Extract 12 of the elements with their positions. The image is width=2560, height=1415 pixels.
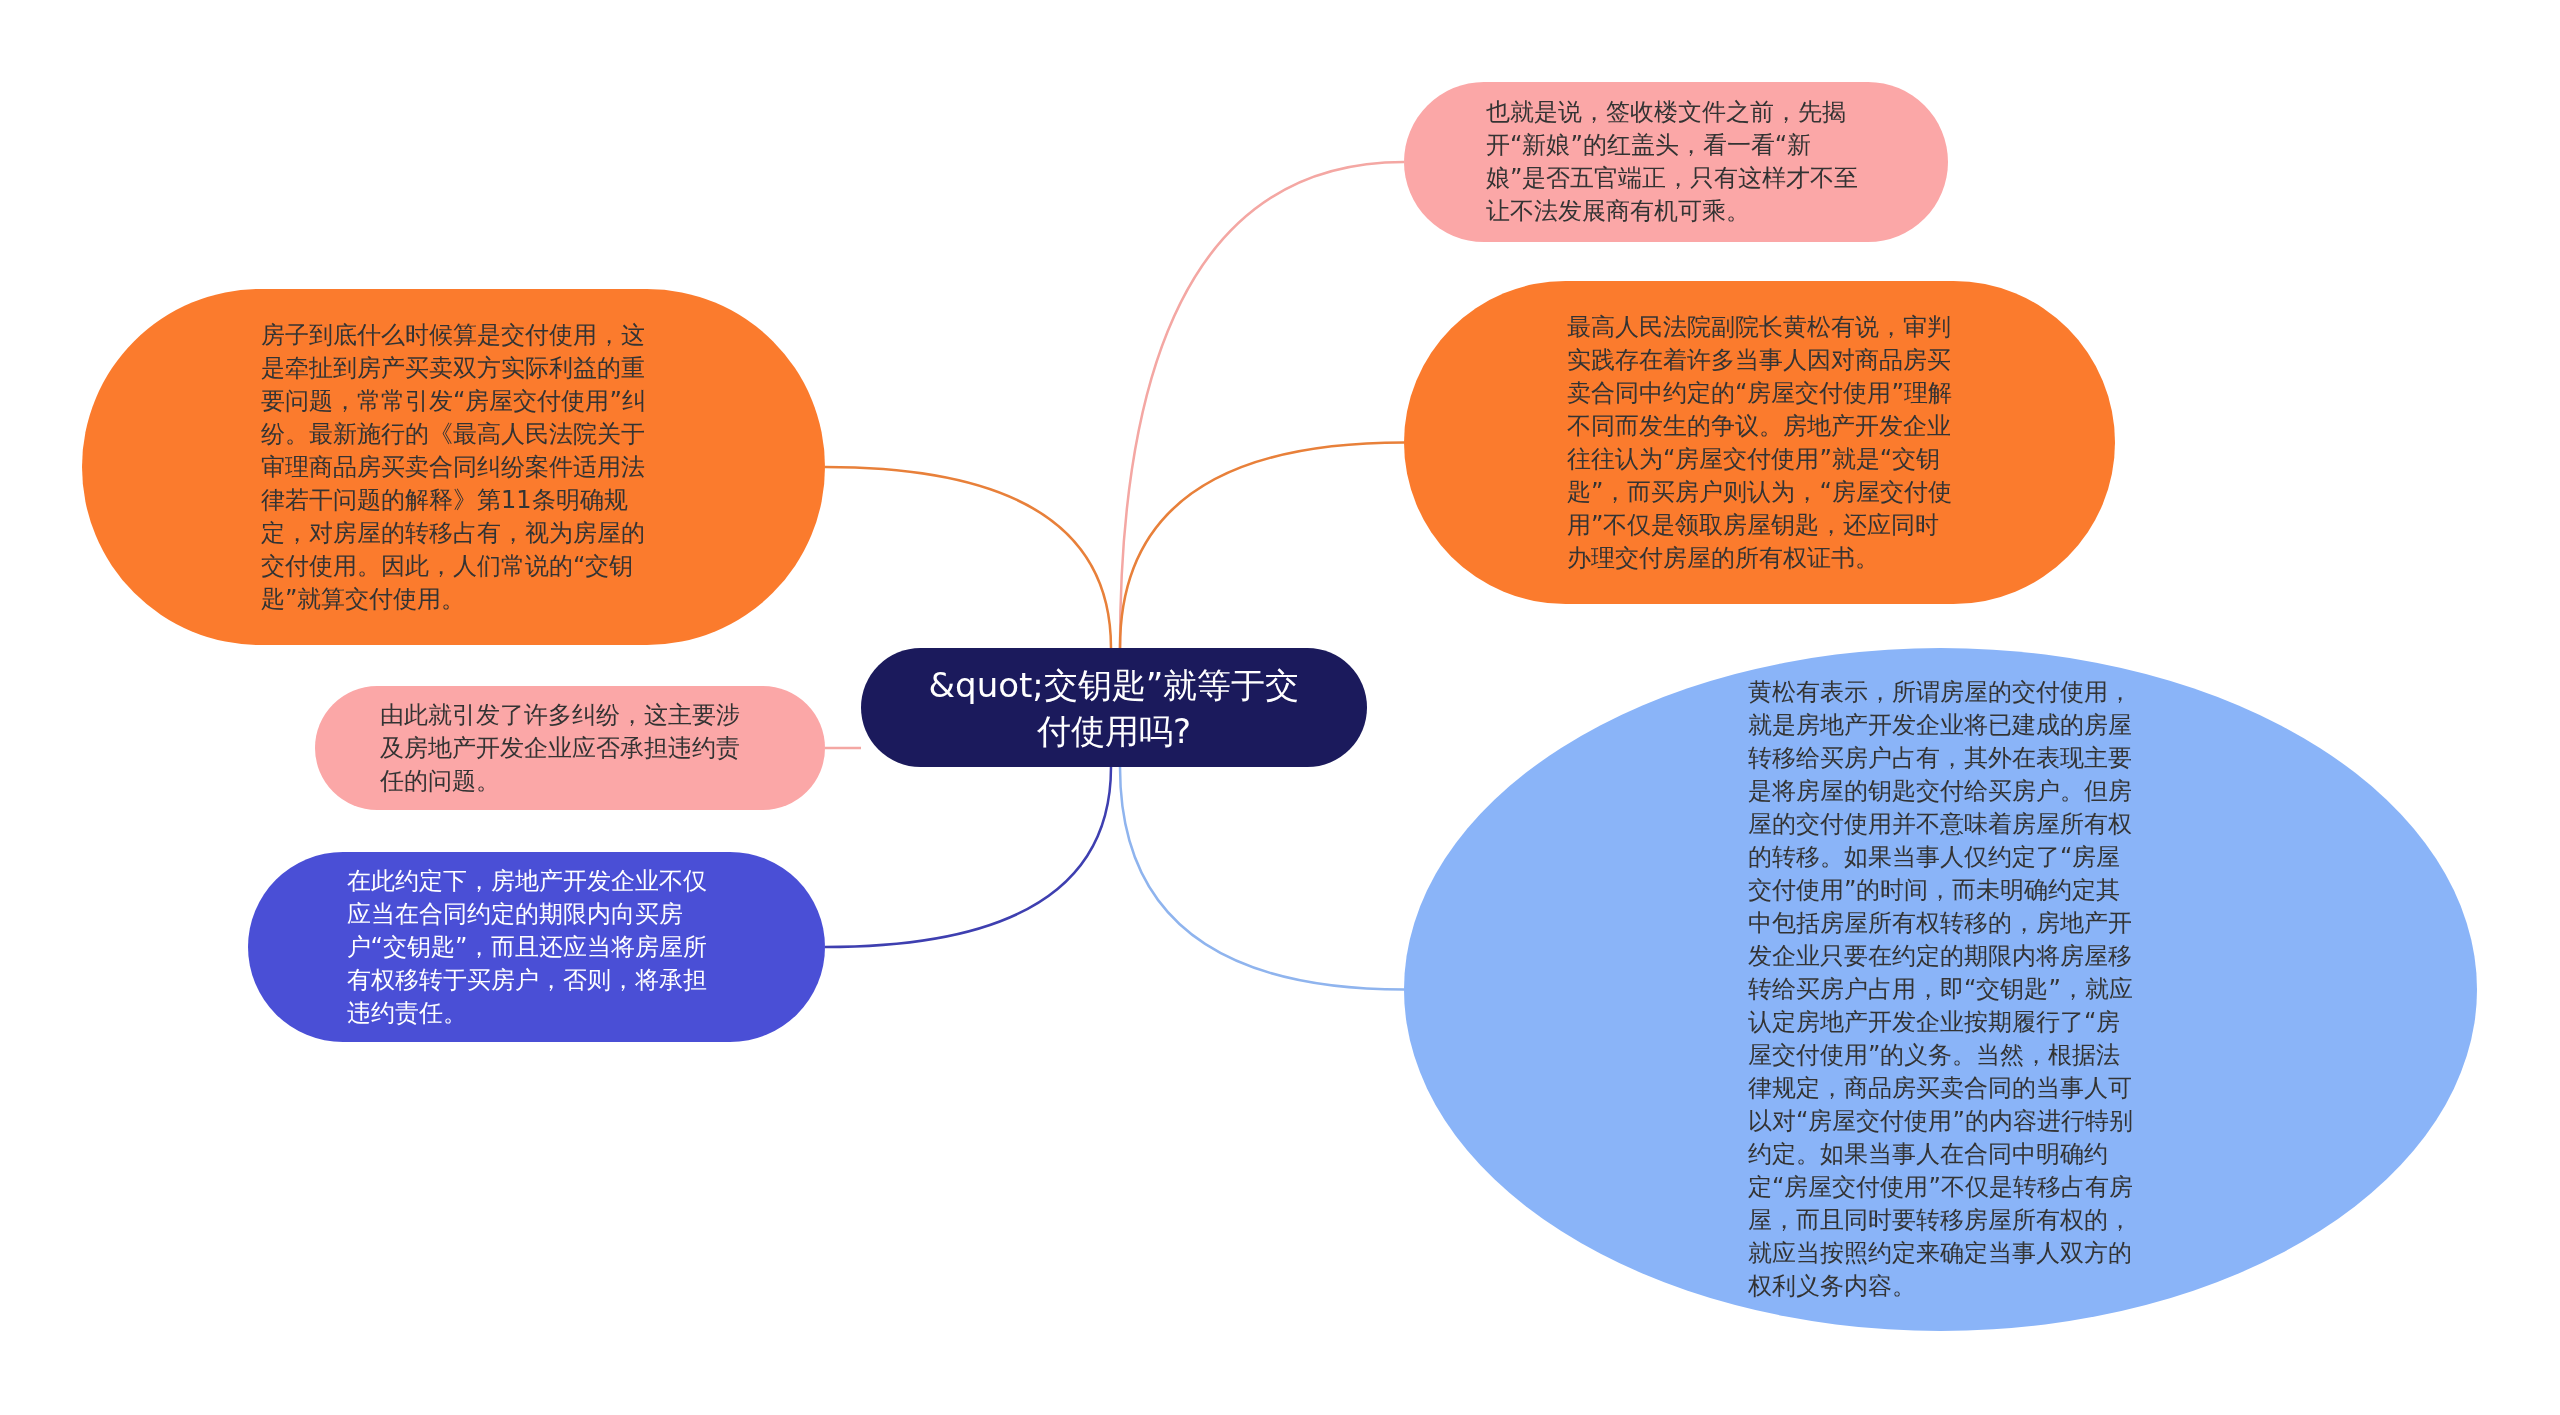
topic-title: &quot;交钥匙”就等于交付使用吗? bbox=[927, 663, 1301, 753]
connector-line bbox=[1118, 766, 1405, 991]
connector-line bbox=[1118, 441, 1405, 649]
topic-text: 也就是说，签收楼文件之前，先揭开“新娘”的红盖头，看一看“新娘”是否五官端正，只有这样才不至让不法发展商有机可乘。 bbox=[1486, 97, 1860, 227]
topic-text: 最高人民法院副院长黄松有说，审判实践存在着许多当事人因对商品房买卖合同中约定的“房屋交付使用”理解不同而发生的争议。房地产开发企业往往认为“房屋交付使用”就是“交钥匙”，而买房户则认为，“房屋交付使用”不仅是领取房屋钥匙，还应同时办理交付房屋的所有权证书。 bbox=[1567, 311, 1952, 574]
connector-line bbox=[824, 465, 1113, 649]
topic-text: 在此约定下，房地产开发企业不仅应当在合同约定的期限内向买房户“交钥匙”，而且还应当将房屋所有权移转于买房户，否则，将承担违约责任。 bbox=[346, 865, 709, 1029]
topic-text: 黄松有表示，所谓房屋的交付使用，就是房地产开发企业将已建成的房屋转移给买房户占有，其外在表现主要是将房屋的钥匙交付给买房户。但房屋的交付使用并不意味着房屋所有权的转移。如果当事人仅约定了“房屋交付使用”的时间，而未明确约定其中包括房屋所有权转移的，房地产开发企业只要在约定的期限内将房屋移转给买房户占用，即“交钥匙”，就应认定房地产开发企业按期履行了“房屋交付使用”的义务。当然，根据法律规定，商品房买卖合同的当事人可以对“房屋交付使用”的内容进行特别约定。如果当事人在合同中明确约定“房屋交付使用”不仅是转移占有房屋，而且同时要转移房屋所有权的，就应当按照约定来确定当事人双方的权利义务内容。 bbox=[1748, 677, 2133, 1302]
topic-text: 房子到底什么时候算是交付使用，这是牵扯到房产买卖双方实际利益的重要问题，常常引发“房屋交付使用”纠纷。最新施行的《最高人民法院关于审理商品房买卖合同纠纷案件适用法律若干问题的解释》第11条明确规定，对房屋的转移占有，视为房屋的交付使用。因此，人们常说的“交钥匙”就算交付使用。 bbox=[261, 319, 646, 615]
topic-text: 由此就引发了许多纠纷，这主要涉及房地产开发企业应否承担违约责任的问题。 bbox=[380, 699, 741, 797]
connector-line bbox=[824, 766, 1113, 949]
connector-line bbox=[825, 746, 861, 750]
